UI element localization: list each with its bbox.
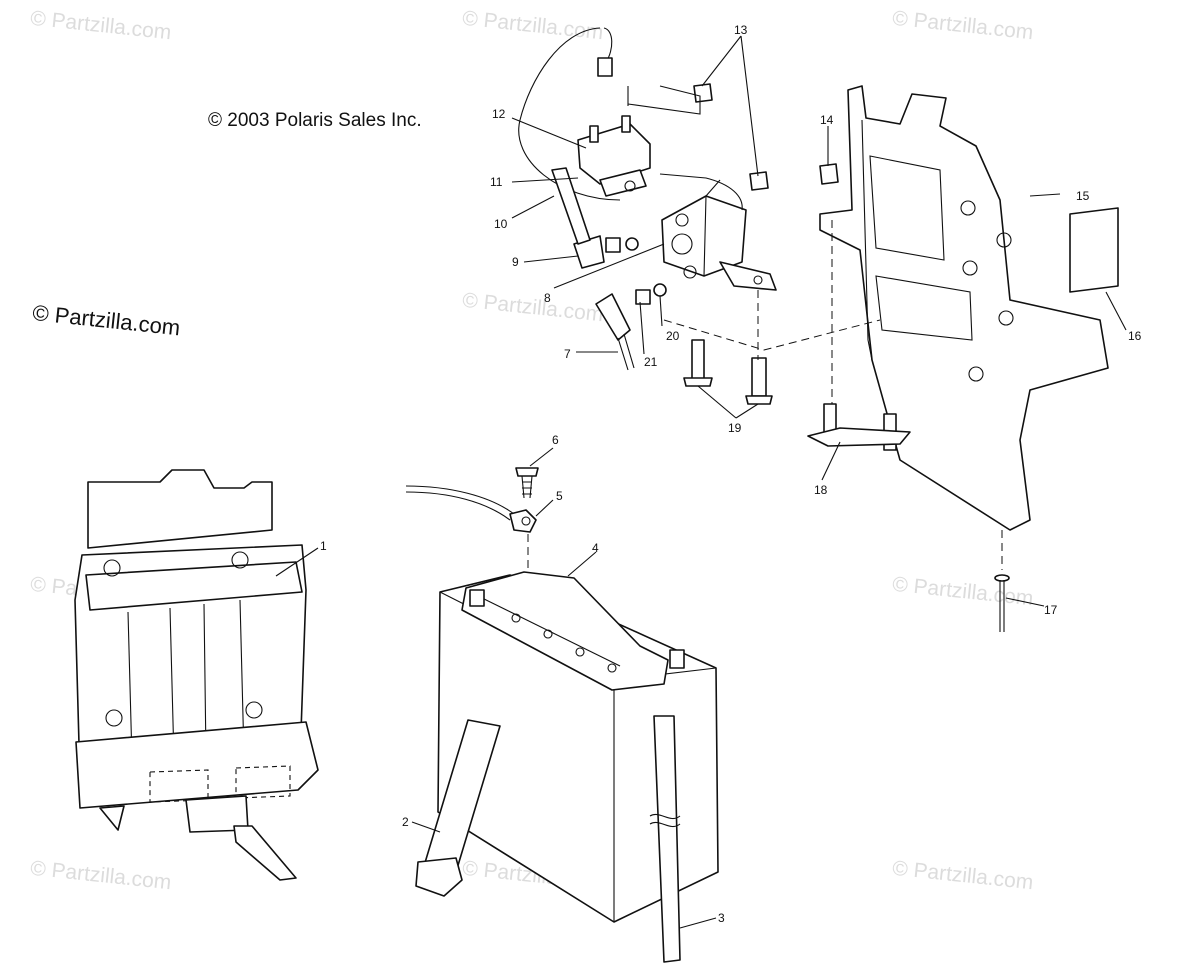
vent-hose-3 [649,715,681,963]
callout-3: 3 [718,911,725,925]
callout-12: 12 [492,107,506,121]
callout-15: 15 [1076,189,1090,203]
callout-19: 19 [728,421,742,435]
callout-5: 5 [556,489,563,503]
callout-7: 7 [564,347,571,361]
callout-10: 10 [494,217,508,231]
battery-cable [405,467,539,533]
callout-4: 4 [592,541,599,555]
assembly-lines [527,86,1003,570]
copyright-notice: © 2003 Polaris Sales Inc. [208,110,422,131]
callout-numbers: 1 2 3 4 5 6 7 8 9 10 11 12 13 14 15 16 1… [320,23,1142,925]
cable-boot-7 [595,293,635,371]
callout-18: 18 [814,483,828,497]
rivet-17 [994,574,1010,632]
callout-13: 13 [734,23,748,37]
mounting-bracket [819,85,1119,531]
solenoid-assembly [518,27,777,305]
battery-box [74,469,319,881]
bracket-18 [807,403,911,451]
callout-14: 14 [820,113,834,127]
callout-20: 20 [666,329,680,343]
callout-11: 11 [490,175,503,189]
callout-1: 1 [320,539,327,553]
callout-21: 21 [644,355,658,369]
callout-9: 9 [512,255,519,269]
callout-2: 2 [402,815,409,829]
vent-tube-2 [415,719,501,897]
callout-6: 6 [552,433,559,447]
callout-leaders [275,35,1127,929]
battery [437,571,719,923]
callout-8: 8 [544,291,551,305]
bolts-19 [683,339,773,405]
callout-17: 17 [1044,603,1058,617]
callout-16: 16 [1128,329,1142,343]
